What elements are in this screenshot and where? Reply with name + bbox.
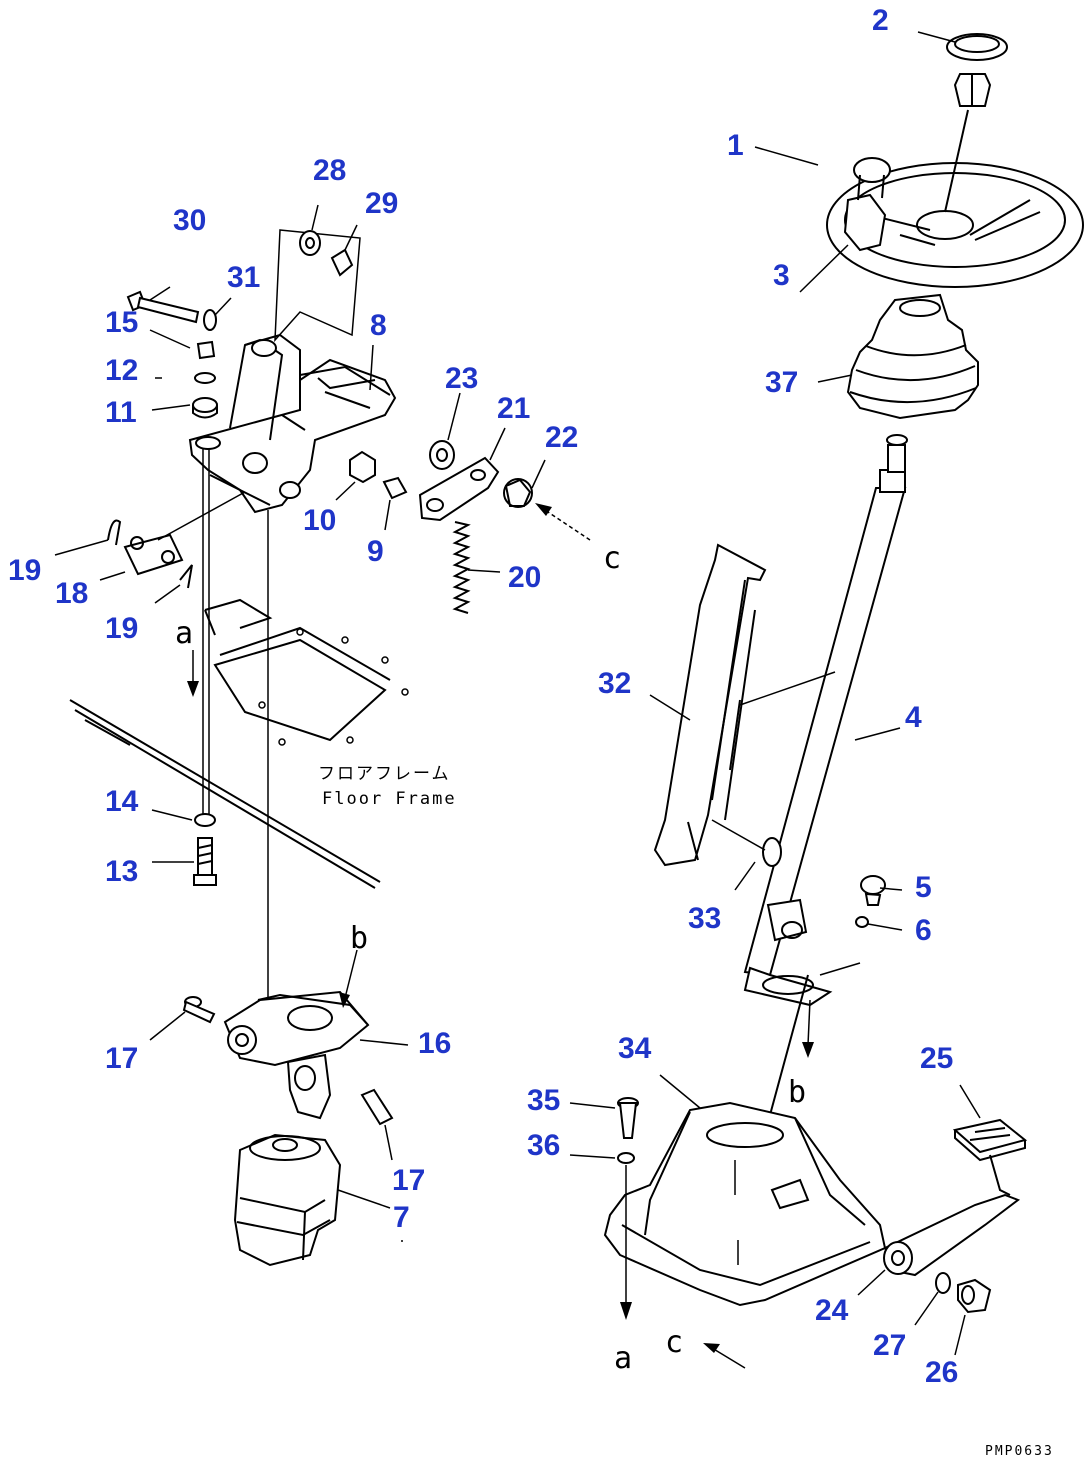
- label-part-22: 22: [545, 421, 578, 454]
- washer-31: [203, 309, 217, 331]
- label-part-26: 26: [925, 1356, 958, 1389]
- bolt-26: [957, 1278, 992, 1314]
- label-part-31: 31: [227, 261, 260, 294]
- bolt-5: [860, 875, 886, 906]
- bushing-29: [330, 248, 354, 277]
- label-part-36: 36: [527, 1129, 560, 1162]
- label-part-28: 28: [313, 154, 346, 187]
- tilt-lever-knob: [711, 819, 782, 867]
- arrow-b-bottom: [802, 999, 814, 1058]
- steering-column: [743, 434, 908, 1116]
- washer-12: [194, 372, 216, 384]
- label-part-4: 4: [905, 701, 922, 734]
- bolt-13: [193, 837, 217, 886]
- arrow-b-top: [339, 949, 358, 1008]
- label-part-37: 37: [765, 366, 798, 399]
- label-part-6: 6: [915, 914, 932, 947]
- screw-35: [617, 1097, 639, 1139]
- arrow-c-right: [535, 503, 591, 541]
- label-part-15: 15: [105, 306, 138, 339]
- label-part-9: 9: [367, 535, 384, 568]
- label-part-30: 30: [173, 204, 206, 237]
- drawing-code: PMP0633: [985, 1444, 1054, 1459]
- label-part-1: 1: [727, 129, 744, 162]
- ref-letter-b-top: b: [350, 921, 368, 956]
- tilt-bracket: [653, 543, 767, 867]
- label-part-19a: 19: [8, 554, 41, 587]
- label-part-29: 29: [365, 187, 398, 220]
- leader-lines: [54, 31, 981, 1356]
- cotter-pin-19b: [179, 564, 193, 589]
- lock-plate: [418, 456, 500, 522]
- lock-knob: [503, 478, 533, 508]
- label-part-27: 27: [873, 1329, 906, 1362]
- washer-27: [935, 1272, 951, 1294]
- arrow-c-bottom: [703, 1343, 746, 1369]
- label-part-35: 35: [527, 1084, 560, 1117]
- label-part-11: 11: [105, 396, 137, 429]
- label-part-16: 16: [418, 1027, 451, 1060]
- bushing-11: [192, 397, 218, 419]
- floor-frame-note-jp: フロアフレーム: [318, 764, 451, 784]
- pin-17b: [360, 1088, 394, 1126]
- tilt-pedal: [952, 1118, 1028, 1196]
- ref-letter-c-bottom: c: [665, 1325, 683, 1360]
- washer-14: [194, 813, 216, 827]
- label-part-18: 18: [55, 577, 88, 610]
- ref-letter-c-right: c: [603, 541, 621, 576]
- column-cover: [603, 1101, 887, 1307]
- wheel-nut: [953, 73, 992, 107]
- label-part-19b: 19: [105, 612, 138, 645]
- spring-20: [452, 521, 471, 614]
- label-part-23: 23: [445, 362, 478, 395]
- label-part-12: 12: [105, 354, 138, 387]
- bushing-10: [349, 450, 376, 484]
- cotter-pin-19a: [107, 519, 122, 546]
- bolt-30: [126, 290, 200, 324]
- ref-letter-a-bottom: a: [614, 1341, 632, 1376]
- washer-36: [617, 1152, 635, 1164]
- arrow-a-top: [187, 650, 199, 697]
- nut-15: [196, 340, 216, 360]
- pedal-lever: [883, 1193, 1021, 1277]
- ref-letter-b-bottom: b: [788, 1075, 806, 1110]
- label-part-14: 14: [105, 785, 139, 818]
- mounting-bracket: [188, 333, 397, 514]
- label-part-25: 25: [920, 1042, 953, 1075]
- label-part-5: 5: [915, 871, 932, 904]
- label-part-10: 10: [303, 504, 336, 537]
- bushing-28: [299, 230, 321, 256]
- floor-frame-note-en: Floor Frame: [322, 789, 457, 809]
- label-part-3: 3: [773, 259, 790, 292]
- bushing-23: [429, 440, 455, 470]
- orbitrol-valve: [233, 1133, 342, 1267]
- arrow-a-bottom: [620, 1165, 632, 1320]
- label-part-17b: 17: [392, 1164, 425, 1197]
- pin-9: [382, 476, 408, 500]
- label-part-32: 32: [598, 667, 631, 700]
- label-part-24: 24: [815, 1294, 849, 1327]
- column-boot: [846, 293, 979, 420]
- pin-17a: [182, 996, 216, 1024]
- label-part-13: 13: [105, 855, 138, 888]
- horn-cap: [946, 33, 1008, 61]
- valve-bracket: [223, 990, 370, 1120]
- ref-letter-a-top: a: [175, 616, 193, 651]
- washer-6: [855, 916, 869, 928]
- label-part-17a: 17: [105, 1042, 138, 1075]
- label-part-33: 33: [688, 902, 721, 935]
- label-part-21: 21: [497, 392, 530, 425]
- floor-frame: [69, 598, 409, 889]
- label-part-8: 8: [370, 309, 387, 342]
- label-part-7: 7: [393, 1201, 410, 1234]
- label-part-20: 20: [508, 561, 541, 594]
- steering-wheel: [826, 109, 1084, 288]
- label-part-34: 34: [618, 1032, 652, 1065]
- label-part-2: 2: [872, 4, 889, 37]
- clip-18: [123, 533, 184, 576]
